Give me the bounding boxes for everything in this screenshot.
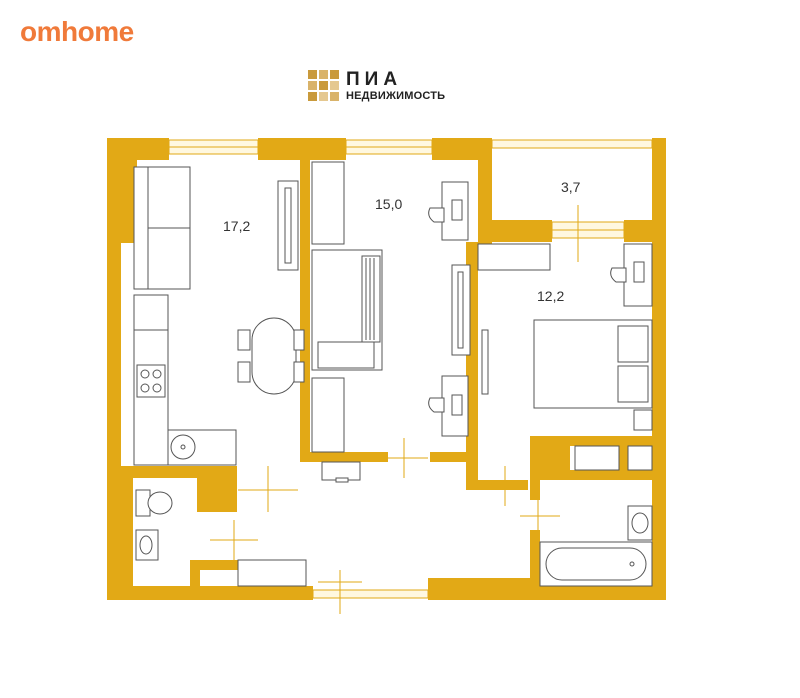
wall	[300, 160, 310, 452]
wall	[624, 220, 666, 242]
nightstand-icon	[633, 409, 653, 431]
logo-subtitle: НЕДВИЖИМОСТЬ	[346, 90, 446, 102]
sink-icon	[135, 529, 159, 561]
wall	[530, 436, 666, 446]
toilet-icon	[135, 489, 173, 517]
wall	[190, 560, 238, 570]
agency-logo: ПИА НЕДВИЖИМОСТЬ	[308, 70, 445, 102]
wardrobe-icon	[477, 243, 551, 271]
wall	[107, 586, 313, 600]
wall	[197, 500, 237, 512]
room-area-kitchen-living: 17,2	[223, 218, 250, 234]
room-area-balcony: 3,7	[561, 179, 581, 195]
wall	[300, 452, 388, 462]
shelf-icon	[451, 264, 471, 356]
window	[491, 139, 653, 149]
wall	[258, 138, 346, 160]
wall	[618, 446, 628, 476]
wardrobe-icon	[311, 161, 345, 245]
wall	[540, 470, 666, 480]
furniture	[133, 161, 653, 587]
wall	[121, 466, 133, 600]
tv-icon	[321, 461, 361, 481]
door-swings	[210, 205, 600, 614]
walls	[107, 138, 666, 600]
dining-table-icon	[237, 317, 305, 395]
tv-icon	[481, 329, 489, 395]
window	[312, 589, 429, 599]
kitchen-counter-icon	[133, 294, 237, 466]
room-area-bedroom: 12,2	[537, 288, 564, 304]
brand-logo-text: omhome	[20, 16, 134, 47]
desk-icon	[428, 375, 469, 437]
washing-machine-icon	[574, 445, 620, 471]
tv-icon	[335, 477, 349, 483]
tv-stand-icon	[277, 180, 299, 271]
sink-icon	[627, 505, 653, 541]
wall	[652, 138, 666, 598]
sofa-icon	[133, 166, 191, 290]
desk-icon	[428, 181, 469, 241]
logo-title: ПИА	[346, 69, 403, 90]
wall	[478, 220, 552, 242]
desk-icon	[610, 243, 653, 307]
building-grid-icon	[308, 70, 339, 101]
wall	[530, 530, 540, 600]
wall	[530, 436, 540, 500]
wall	[432, 138, 492, 160]
double-bed-icon	[533, 319, 653, 409]
shoe-rack-icon	[237, 559, 307, 587]
shelf-icon	[627, 445, 653, 471]
wardrobe-icon	[311, 377, 345, 453]
wall	[428, 578, 540, 600]
bathtub-icon	[539, 541, 653, 587]
bed-icon	[311, 249, 383, 371]
wall	[107, 138, 121, 600]
wall	[107, 138, 137, 243]
wall	[190, 560, 200, 596]
wall	[430, 452, 478, 462]
room-area-middle: 15,0	[375, 196, 402, 212]
wall	[528, 586, 666, 600]
wall	[478, 480, 528, 490]
room-labels: 17,2 15,0 3,7 12,2	[223, 179, 581, 304]
wall	[121, 466, 201, 478]
